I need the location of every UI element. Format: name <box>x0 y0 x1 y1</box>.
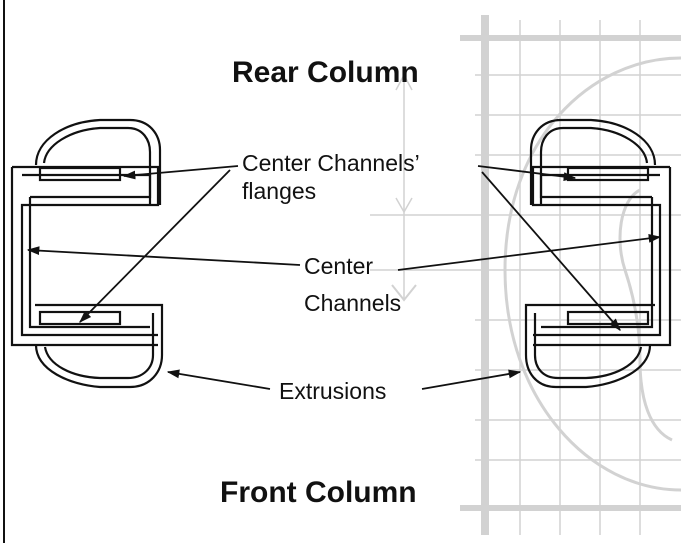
leader-arrows <box>26 165 662 390</box>
arrow-channels-left <box>26 246 301 266</box>
left-bottom-flange <box>38 310 122 326</box>
arrow-flanges-left-bottom <box>79 169 231 323</box>
rear-column-heading: Rear Column <box>232 56 419 89</box>
right-bottom-flange <box>566 310 650 326</box>
center-channels-flanges-label-line2: flanges <box>242 178 316 204</box>
arrow-extrusions-right <box>421 369 522 390</box>
center-channels-label-line2: Channels <box>304 290 401 316</box>
left-top-flange <box>38 166 122 182</box>
front-column-heading: Front Column <box>220 476 417 509</box>
arrow-extrusions-left <box>166 369 271 390</box>
right-bottom-extrusion <box>524 303 655 389</box>
background-grid <box>370 15 681 535</box>
arrow-flanges-left-top <box>122 165 239 180</box>
left-bottom-extrusion <box>34 303 164 389</box>
right-channel-assembly <box>524 118 672 389</box>
left-top-extrusion <box>34 118 162 205</box>
center-channels-label: Center <box>304 253 373 279</box>
arrow-flanges-right-top <box>477 165 577 181</box>
extrusions-label: Extrusions <box>279 378 386 404</box>
center-channels-flanges-label: Center Channels’ <box>242 150 420 176</box>
arrow-channels-right <box>397 234 662 271</box>
left-center-channel <box>12 165 160 337</box>
right-top-extrusion <box>529 118 657 205</box>
right-center-channel <box>531 165 670 337</box>
